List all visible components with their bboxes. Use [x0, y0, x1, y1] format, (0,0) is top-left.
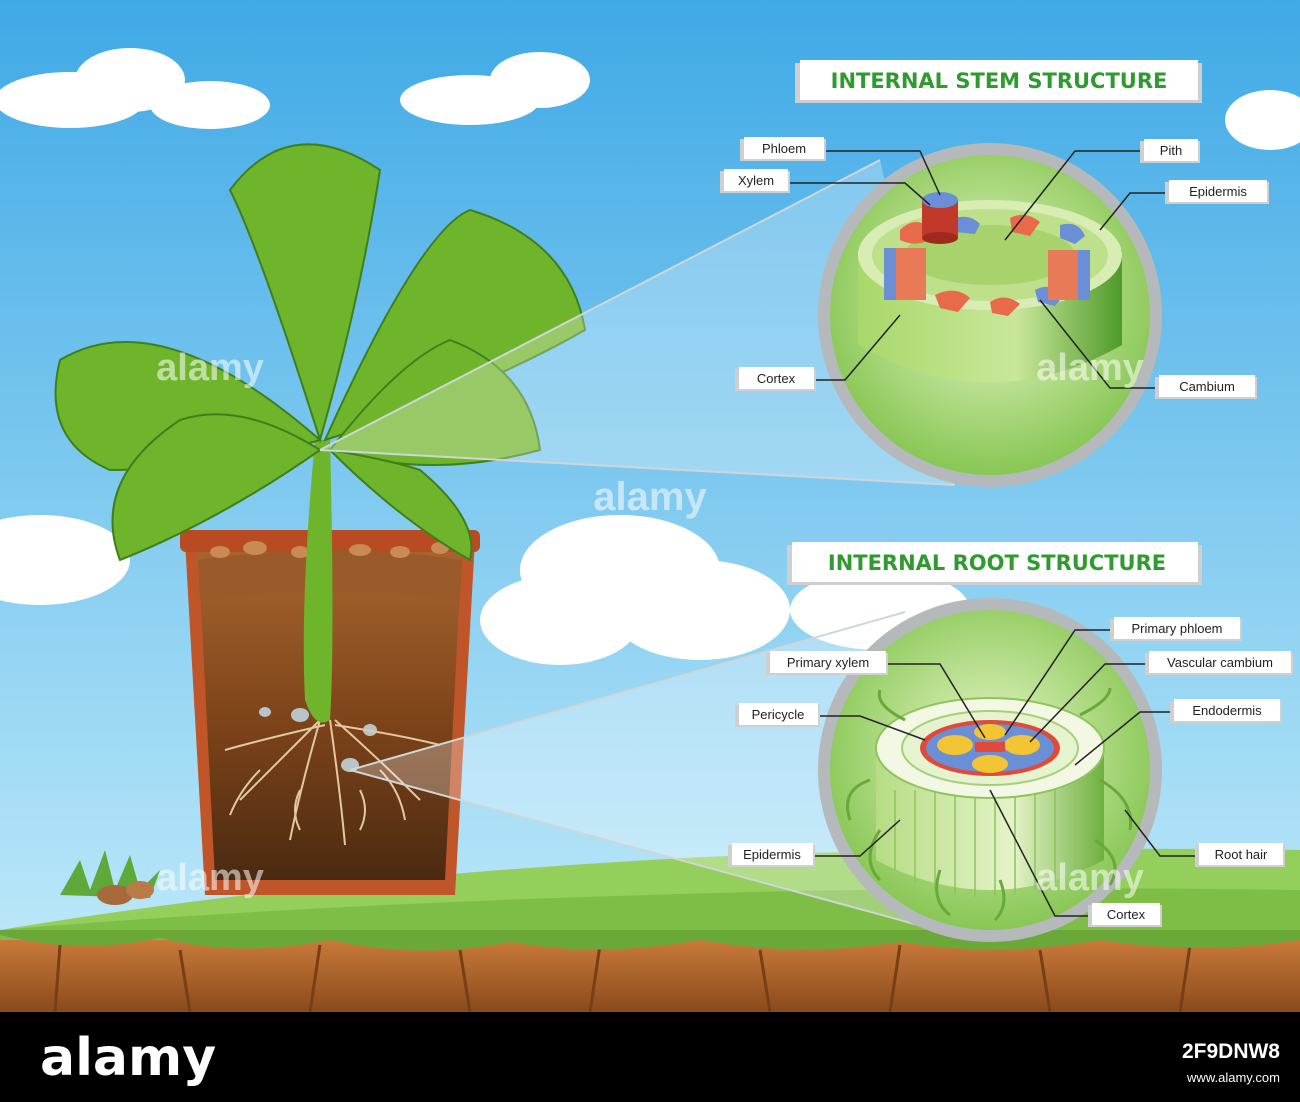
clouds [0, 48, 1300, 665]
label-primary-phloem-text: Primary phloem [1131, 621, 1222, 636]
label-pith-text: Pith [1160, 143, 1182, 158]
label-vascular-cambium: Vascular cambium [1145, 651, 1293, 675]
watermark-1: alamy [156, 347, 264, 389]
watermark-4: alamy [156, 857, 264, 899]
label-pericycle: Pericycle [735, 703, 820, 727]
root-title-banner: INTERNAL ROOT STRUCTURE [787, 542, 1202, 585]
stem-title: INTERNAL STEM STRUCTURE [831, 69, 1168, 93]
label-cambium: Cambium [1155, 375, 1257, 399]
label-endodermis: Endodermis [1170, 699, 1282, 723]
label-stem-epidermis-text: Epidermis [1189, 184, 1247, 199]
root-magnifier [818, 598, 1162, 942]
plant-stem [303, 440, 333, 723]
grass-tuft [60, 850, 160, 905]
label-stem-cortex: Cortex [735, 367, 816, 391]
footer-image-id: 2F9DNW8 [1182, 1040, 1280, 1063]
label-pericycle-text: Pericycle [752, 707, 805, 722]
watermark-3: alamy [1036, 347, 1144, 389]
label-vascular-cambium-text: Vascular cambium [1167, 655, 1273, 670]
watermarks: alamy alamy alamy alamy alamy [156, 347, 1144, 899]
label-primary-xylem-text: Primary xylem [787, 655, 869, 670]
label-root-hair: Root hair [1195, 843, 1285, 867]
label-stem-cortex-text: Cortex [757, 371, 796, 386]
label-endodermis-text: Endodermis [1192, 703, 1262, 718]
footer-bar [0, 1012, 1300, 1102]
stem-leader-lines [790, 150, 1165, 389]
label-stem-epidermis: Epidermis [1165, 180, 1269, 204]
label-pith: Pith [1140, 139, 1200, 163]
label-xylem-text: Xylem [738, 173, 774, 188]
watermark-5: alamy [1036, 857, 1144, 899]
label-root-cortex-text: Cortex [1107, 907, 1146, 922]
plant-leaves [54, 143, 587, 562]
stem-magnifier [818, 143, 1162, 487]
label-xylem: Xylem [720, 169, 790, 193]
label-phloem-text: Phloem [762, 141, 806, 156]
label-cambium-text: Cambium [1179, 379, 1235, 394]
footer-url: www.alamy.com [1186, 1070, 1280, 1085]
zoom-cone-stem [319, 159, 956, 486]
cliff-cracks [53, 944, 1192, 1013]
label-phloem: Phloem [740, 137, 826, 161]
plant-roots [224, 719, 441, 846]
footer-brand: alamy [40, 1028, 216, 1088]
watermark-2: alamy [593, 475, 707, 519]
label-root-epidermis-text: Epidermis [743, 847, 801, 862]
label-root-hair-text: Root hair [1215, 847, 1268, 862]
root-title: INTERNAL ROOT STRUCTURE [828, 551, 1166, 575]
stem-title-banner: INTERNAL STEM STRUCTURE [795, 60, 1202, 103]
label-root-epidermis: Epidermis [728, 843, 815, 867]
ground-cliff [0, 940, 1300, 1012]
label-primary-phloem: Primary phloem [1110, 617, 1242, 641]
label-primary-xylem: Primary xylem [766, 651, 888, 675]
label-root-cortex: Cortex [1088, 903, 1162, 927]
